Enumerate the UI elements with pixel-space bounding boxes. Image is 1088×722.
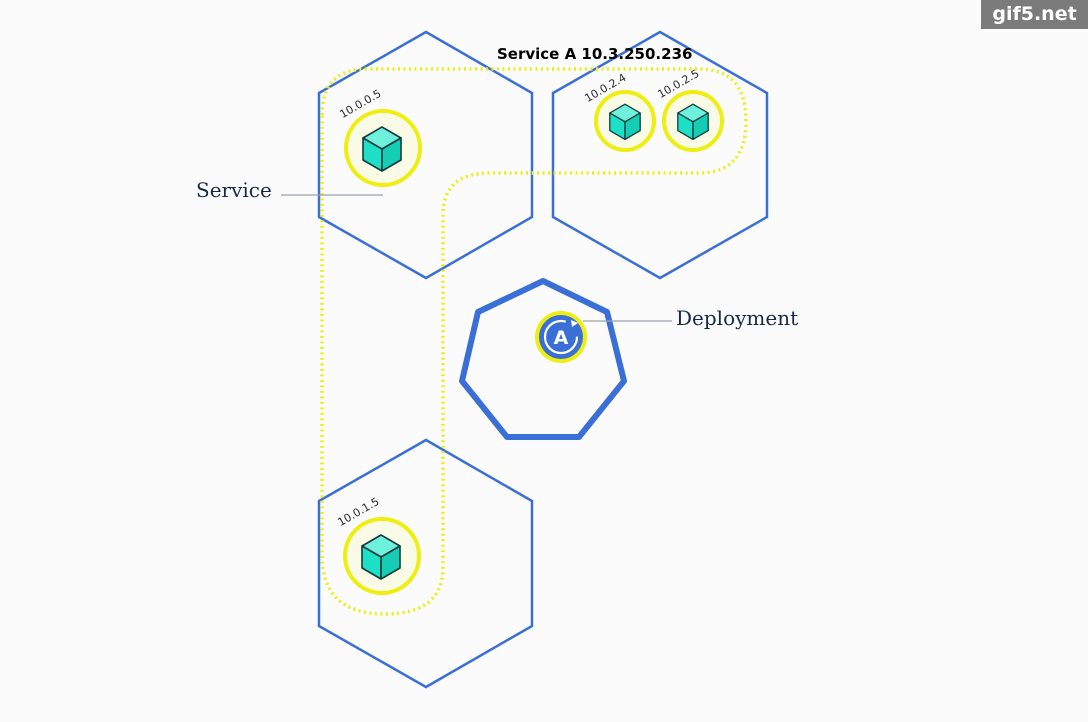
deployment-heptagon xyxy=(459,278,627,440)
pod-10-0-0-5 xyxy=(344,109,422,187)
watermark: gif5.net xyxy=(981,0,1088,29)
pod-10-0-1-5 xyxy=(343,517,421,595)
deployment-icon-letter: A xyxy=(554,327,569,349)
node-hexagon-top-left xyxy=(317,30,534,280)
service-outline xyxy=(320,67,748,616)
deployment-icon: A xyxy=(535,311,587,363)
service-callout-label: Service xyxy=(196,178,272,202)
pod-10-0-2-5 xyxy=(662,90,724,152)
service-title: Service A 10.3.250.236 xyxy=(497,45,693,63)
pod-10-0-2-4 xyxy=(594,90,656,152)
node-hexagon-bottom xyxy=(317,438,534,689)
deployment-callout-label: Deployment xyxy=(676,306,799,330)
node-hexagon-top-right xyxy=(551,30,769,280)
